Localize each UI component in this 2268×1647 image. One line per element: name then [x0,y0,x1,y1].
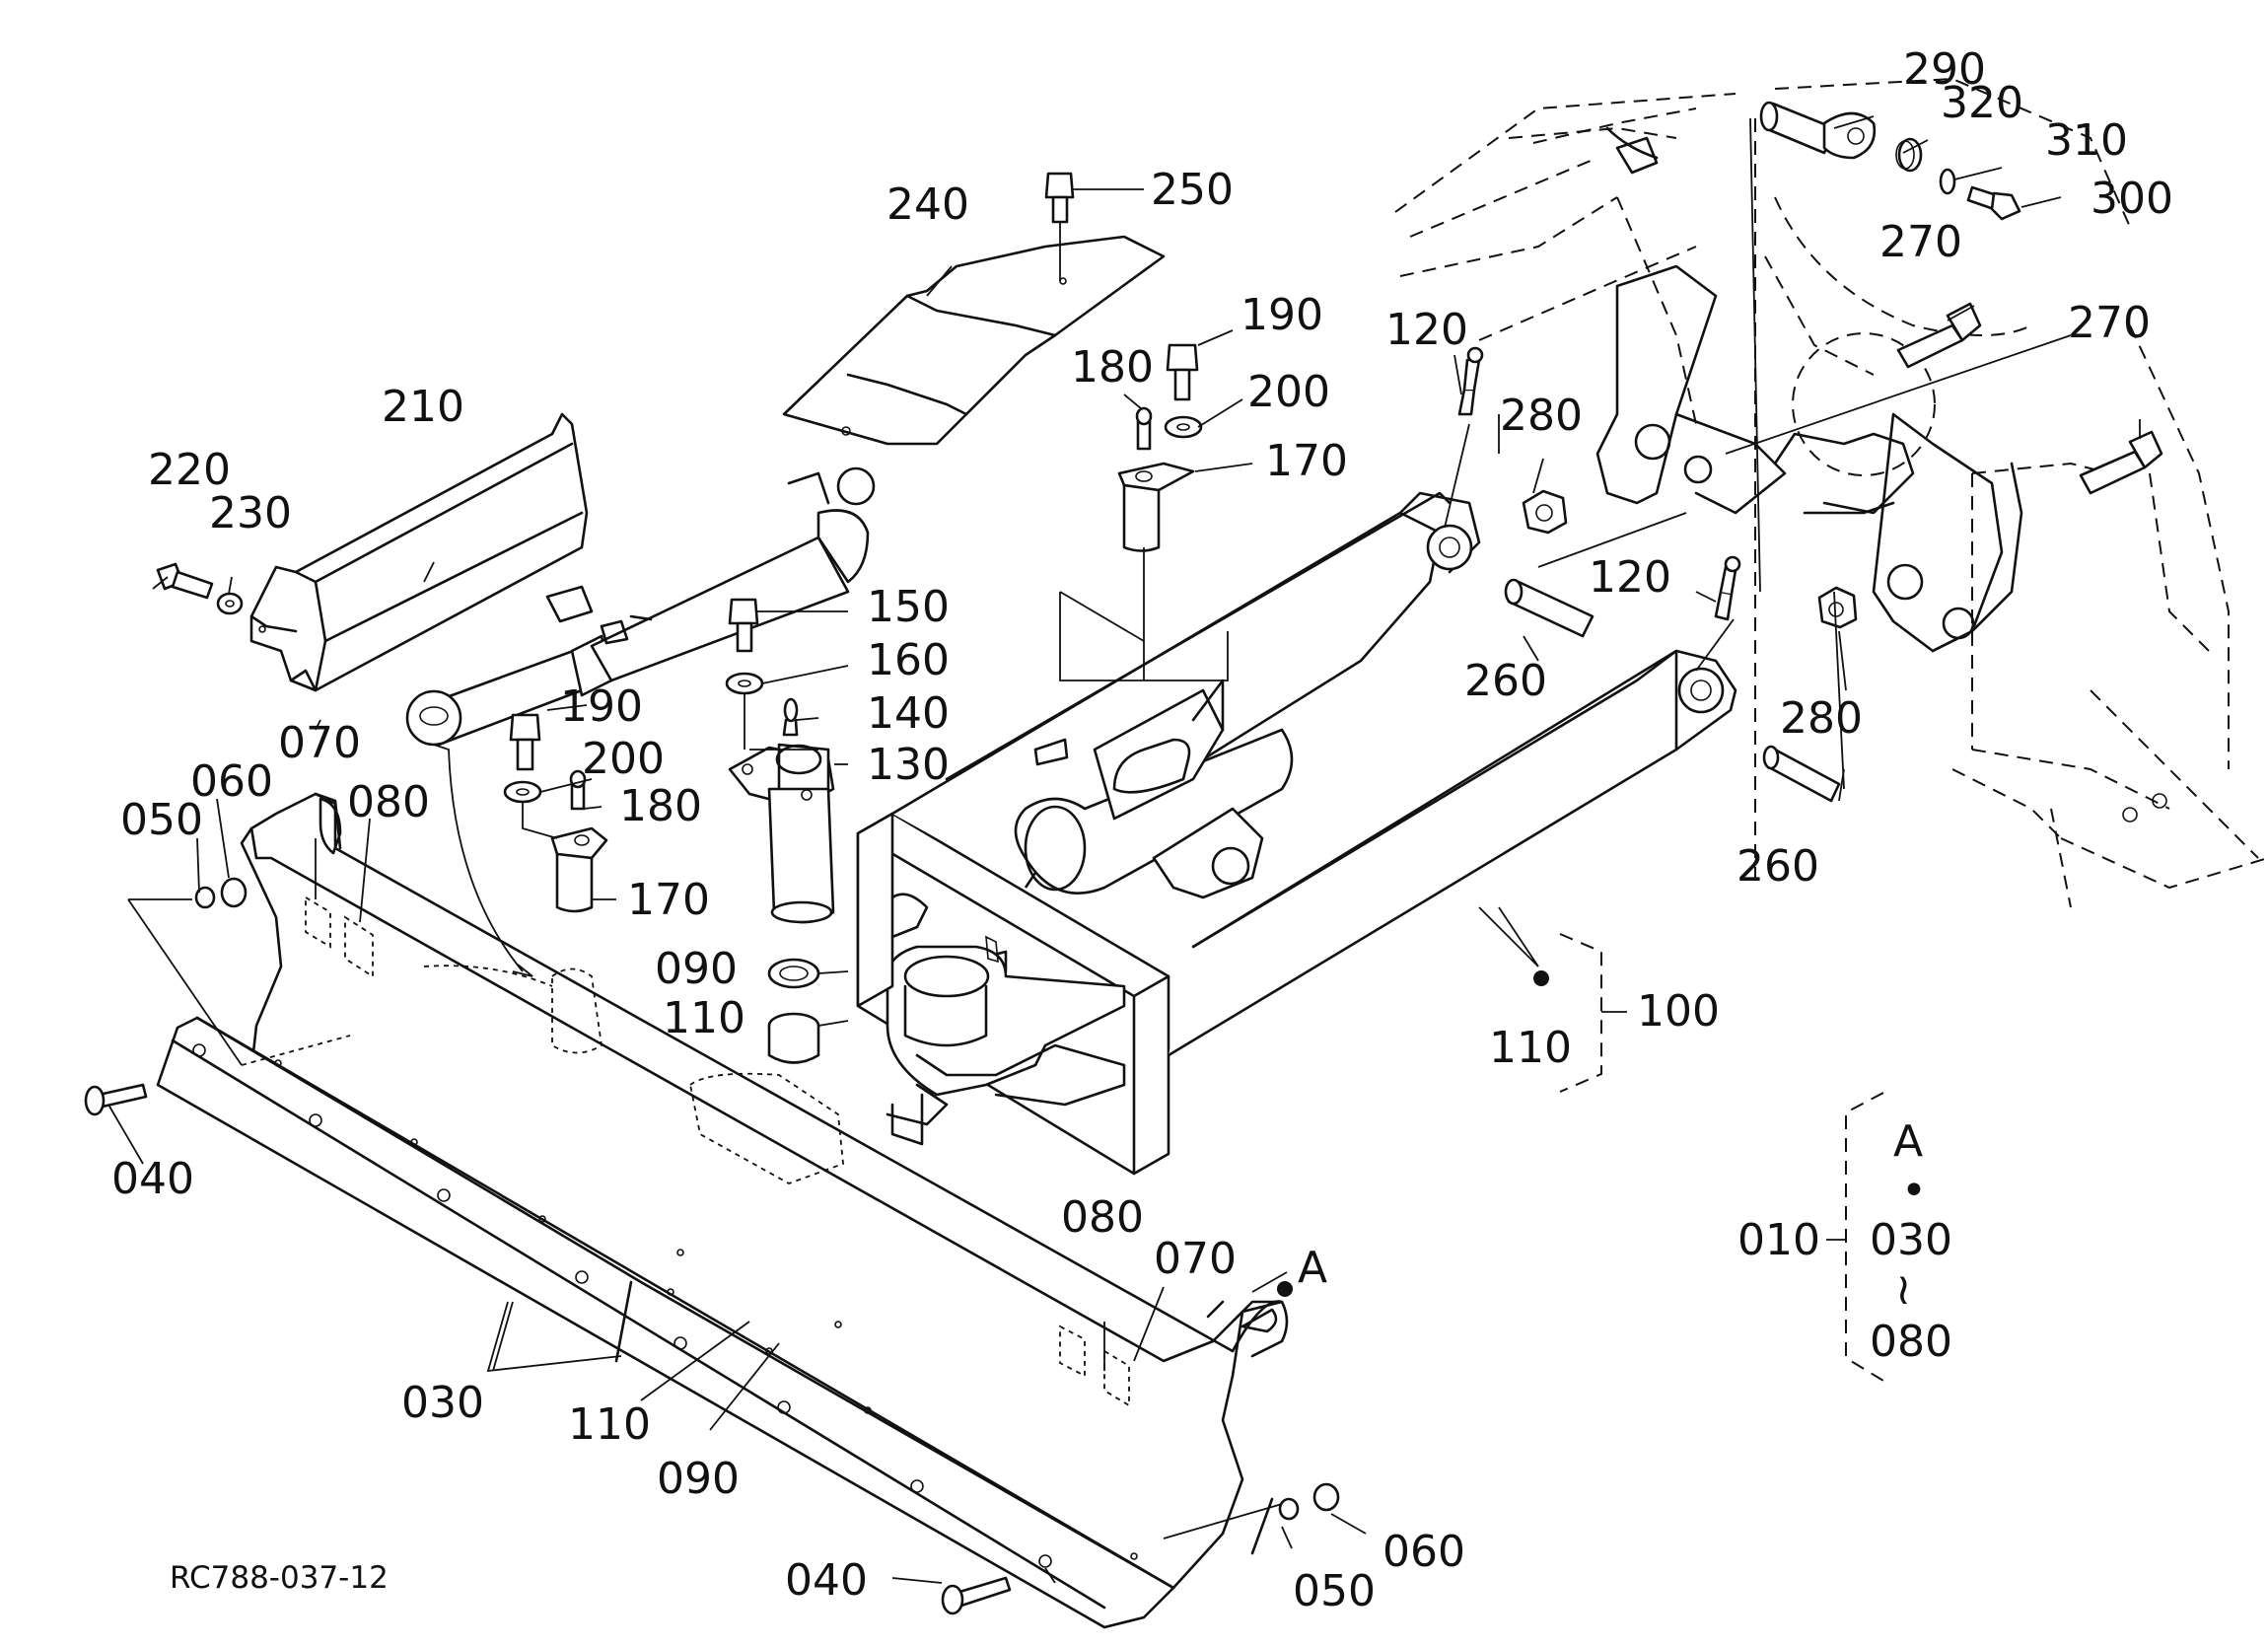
label-320: 320 [1941,78,2023,128]
tractor-frame [1394,77,2268,908]
label-090: 090 [655,944,738,994]
label-120: 120 [1589,552,1671,603]
grease-fitting-180-a [569,769,587,811]
drawing-code: RC788-037-12 [170,1560,389,1596]
pin-260-b [1762,745,1841,803]
washers-050-060-a [194,877,248,909]
washer-230 [216,592,244,615]
bolt-190-b [1166,343,1199,401]
label-120: 120 [1385,305,1468,355]
bolt-040-a [84,1083,148,1116]
label-030: 030 [1870,1215,1952,1265]
washer-160 [725,672,764,695]
label-250: 250 [1151,165,1234,215]
label-100: 100 [1637,986,1720,1037]
label-260: 260 [1464,656,1547,706]
bolt-270-a [1896,302,1982,369]
pin-260-a [1504,578,1595,638]
label-200: 200 [582,734,665,784]
label-050: 050 [1293,1566,1376,1616]
label-030: 030 [401,1378,484,1428]
cover-240 [782,235,1166,446]
kit-marker-A: A [1893,1116,1923,1167]
label-310: 310 [2045,115,2128,166]
label-180: 180 [1071,342,1154,393]
blade [156,792,1289,1629]
part-labels: 250 240 190 180 200 170 120 280 120 260 … [111,44,2173,1616]
label-200: 200 [1247,367,1330,417]
label-060: 060 [190,756,273,807]
bolt-250 [1044,172,1075,281]
label-190: 190 [1240,290,1323,340]
bolt-220 [156,562,214,600]
label-150: 150 [867,582,950,632]
boss-170-a [550,826,608,913]
bracket-010 [1826,1092,1884,1382]
grease-fitting-120-b [1714,555,1741,621]
label-110: 110 [663,993,745,1043]
center-frame-100 [856,491,1737,1176]
bushing-110-a [767,1012,820,1064]
washers-050-060-b [1278,1482,1340,1521]
label-260: 260 [1736,841,1819,892]
label-290: 290 [1903,44,1986,95]
label-050: 050 [120,795,203,845]
grease-fitting-180-b [1135,406,1153,451]
label-060: 060 [1382,1527,1465,1577]
label-220: 220 [148,445,231,495]
label-040: 040 [785,1555,868,1606]
label-170: 170 [627,875,710,925]
label-190: 190 [560,681,643,732]
label-300: 300 [2091,174,2173,224]
label-160: 160 [867,635,950,685]
grease-fitting-120-a [1457,346,1484,416]
label-140: 140 [867,688,950,739]
washer-200-a [503,780,542,804]
leader-lines [107,115,2141,1584]
label-280: 280 [1780,693,1863,744]
bolt-040-b [941,1576,1012,1615]
nut-280-b [1817,586,1858,629]
label-090: 090 [657,1454,740,1504]
nut-280-a [1522,489,1568,535]
label-280: 280 [1500,391,1583,441]
bolt-270-b [2079,430,2163,495]
label-080: 080 [347,777,430,827]
kit-range-symbol: ≀ [1895,1264,1912,1315]
washer-310 [1939,168,1956,195]
label-230: 230 [209,488,292,538]
label-240: 240 [886,179,969,230]
label-210: 210 [382,382,464,432]
washer-200-b [1164,415,1203,439]
marker-dots [1277,970,1549,1297]
label-180: 180 [619,781,702,831]
label-080: 080 [1061,1192,1144,1243]
bolt-150 [728,598,759,653]
pin-290 [1759,101,1877,160]
pivot-pin-130 [728,743,835,924]
label-170: 170 [1265,436,1348,486]
label-270: 270 [2068,298,2151,348]
bushing-090-a [767,958,820,989]
label-270: 270 [1879,217,1962,267]
boss-170-b [1117,462,1195,552]
label-130: 130 [867,740,950,790]
grease-fitting-140 [782,697,799,737]
label-080: 080 [1870,1317,1952,1367]
angle-cylinder [405,466,876,747]
label-040: 040 [111,1154,194,1204]
label-070: 070 [1154,1234,1237,1284]
bolt-300 [1966,185,2021,221]
label-110: 110 [1489,1023,1572,1073]
label-070: 070 [278,718,361,768]
bracket-100 [1559,933,1627,1093]
washer-320 [1895,137,1923,173]
bolt-190-a [509,713,541,771]
blade-marker-A: A [1298,1243,1327,1293]
label-010: 010 [1737,1215,1820,1265]
label-110: 110 [568,1399,651,1450]
kit-dot: • [1901,1166,1927,1216]
guard-210 [249,412,589,692]
